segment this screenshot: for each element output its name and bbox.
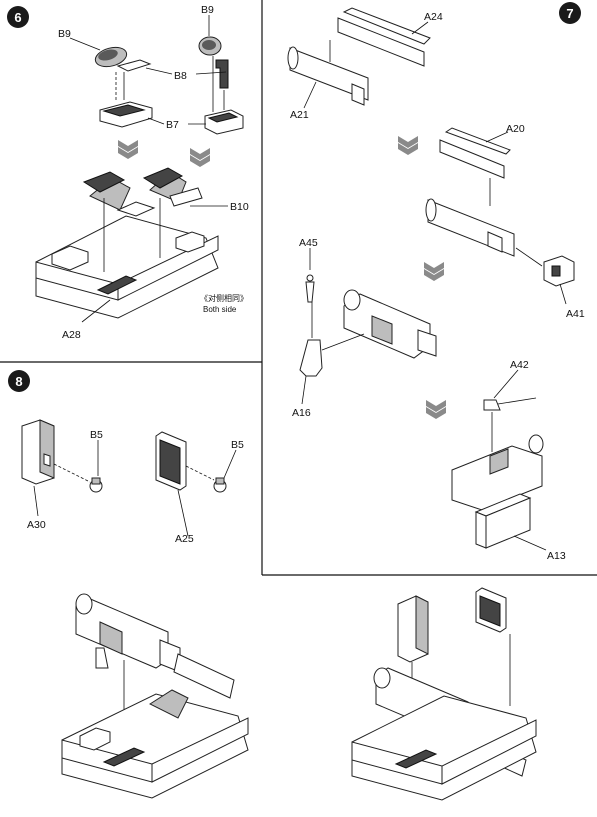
step8-part-a25	[155, 431, 215, 491]
bottom-right-assembly	[351, 587, 537, 801]
step7-top-assembly	[287, 7, 431, 106]
note-both-side-cn: 《对侧相同》	[200, 293, 248, 303]
step6-right-seat-parts	[198, 36, 244, 135]
step8-part-b5-left	[89, 477, 103, 493]
assembly-arrow-icon	[398, 136, 418, 155]
step7-bottom-assembly	[451, 397, 544, 549]
label-b8: B8	[174, 70, 187, 82]
step6-left-seat-parts	[94, 46, 153, 128]
step-badge-icon: 7	[559, 2, 581, 24]
step8-part-b5-right	[213, 477, 227, 493]
label-b10: B10	[230, 201, 249, 213]
assembly-arrow-icon	[424, 262, 444, 281]
step-8-panel: 8 B5 B5 A30 A25	[8, 370, 244, 545]
label-a45: A45	[299, 237, 318, 249]
assembly-arrow-icon	[426, 400, 446, 419]
step-7-number: 7	[566, 6, 573, 21]
assembly-arrow-icon	[190, 148, 210, 167]
step6-hull-assembly	[35, 167, 219, 319]
bottom-left-assembly	[61, 593, 249, 799]
step8-part-a30	[21, 419, 91, 485]
step-8-number: 8	[15, 374, 22, 389]
label-a16: A16	[292, 407, 311, 419]
label-b9-right: B9	[201, 4, 214, 16]
label-b9-left: B9	[58, 28, 71, 40]
step-6-panel: 6	[7, 4, 249, 341]
label-a24: A24	[424, 11, 443, 23]
assembly-arrow-icon	[118, 140, 138, 159]
label-a20: A20	[506, 123, 525, 135]
label-a30: A30	[27, 519, 46, 531]
label-a13: A13	[547, 550, 566, 562]
step7-middle-assembly	[425, 127, 575, 287]
label-a41: A41	[566, 308, 585, 320]
step-badge-icon: 8	[8, 370, 30, 392]
label-a25: A25	[175, 533, 194, 545]
label-a21: A21	[290, 109, 309, 121]
step-6-number: 6	[14, 10, 21, 25]
label-b7: B7	[166, 119, 179, 131]
label-a28: A28	[62, 329, 81, 341]
label-a42: A42	[510, 359, 529, 371]
step7-mount-assembly	[299, 274, 437, 377]
note-both-side-en: Both side	[203, 305, 237, 314]
label-b5-left: B5	[90, 429, 103, 441]
step-7-panel: 7	[287, 2, 585, 562]
label-b5-right: B5	[231, 439, 244, 451]
step-badge-icon: 6	[7, 6, 29, 28]
